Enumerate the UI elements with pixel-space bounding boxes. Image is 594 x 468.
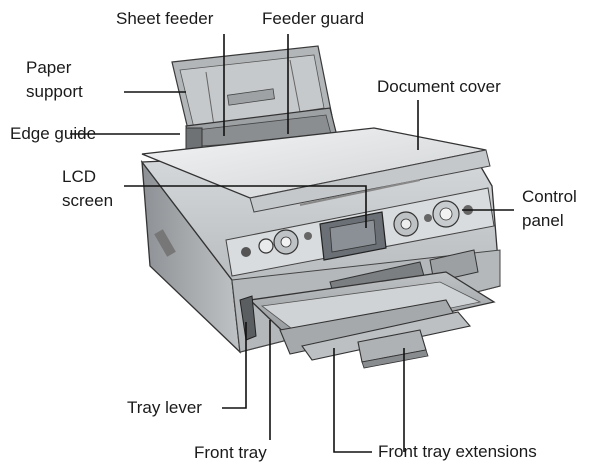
label-edge-guide: Edge guide	[10, 124, 97, 143]
front-tray-ext-leader-1	[333, 348, 372, 453]
label-feeder-guard: Feeder guard	[262, 9, 365, 28]
lcd-screen-leader	[124, 185, 367, 228]
document-cover	[141, 127, 491, 213]
label-lcd-line1: LCD	[62, 167, 97, 186]
label-front-tray-extensions: Front tray extensions	[378, 442, 537, 461]
control-panel	[225, 187, 495, 277]
edge-guide-tab	[185, 127, 203, 151]
label-lcd-line2: screen	[62, 191, 114, 210]
label-tray-lever: Tray lever	[127, 398, 202, 417]
label-paper-support-line1: Paper	[26, 58, 72, 77]
label-control-panel-line1: Control	[522, 187, 577, 206]
tray-lever	[239, 295, 257, 341]
front-tray	[239, 271, 496, 355]
label-control-panel-line2: panel	[522, 211, 564, 230]
callout-lines	[70, 34, 514, 453]
label-paper-support-line2: support	[26, 82, 83, 101]
tray-lever-leader	[222, 322, 247, 409]
label-sheet-feeder: Sheet feeder	[116, 9, 214, 28]
label-document-cover: Document cover	[377, 77, 501, 96]
label-front-tray: Front tray	[194, 443, 267, 462]
